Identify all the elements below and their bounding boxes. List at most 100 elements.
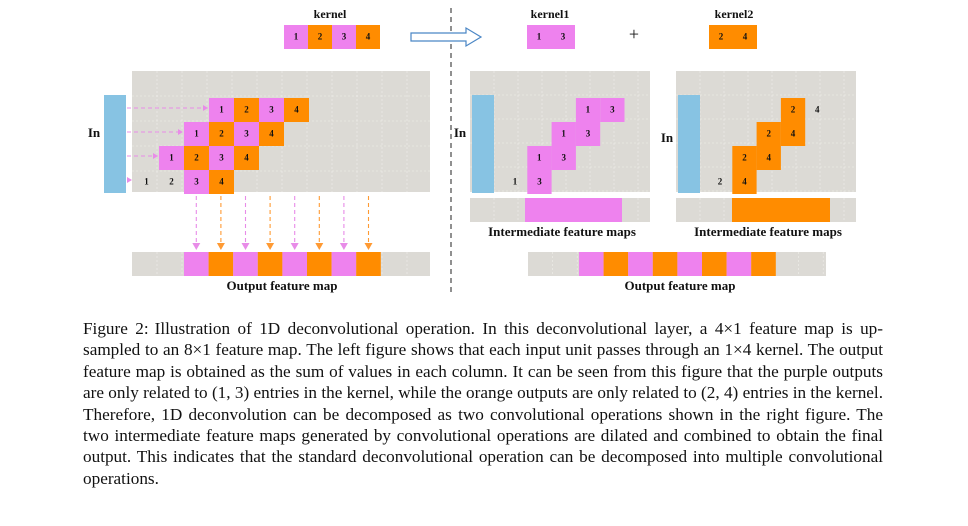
purple-intermediate-label: Intermediate feature maps: [488, 224, 636, 239]
right-output-cell: [603, 252, 629, 276]
purple-input-bar: [472, 95, 494, 193]
stair-cell-label: 2: [194, 153, 199, 163]
orange-intermediate-label: Intermediate feature maps: [694, 224, 842, 239]
output-arrow-head: [241, 243, 250, 250]
orange-stair-cell: [780, 98, 806, 122]
stair-cell: [234, 122, 259, 146]
left-in-label: In: [88, 125, 101, 140]
kernel1-cell: [527, 25, 551, 49]
orange-stair-cell: [732, 170, 757, 194]
right-output-cell: [628, 252, 653, 276]
purple-stair-cell: [551, 146, 576, 170]
orange-stair-cell-label: 2: [767, 129, 772, 139]
output-arrow-head: [192, 243, 201, 250]
kernel2-cell: [709, 25, 733, 49]
right-output-cell: [677, 252, 702, 276]
right-output-cell: [579, 252, 604, 276]
orange-stair-cell-label: 4: [742, 177, 747, 187]
kernel1-title: kernel1: [531, 7, 570, 21]
kernel-cell: [308, 25, 332, 49]
kernel1-cell: [551, 25, 575, 49]
stair-cell-label: 1: [219, 105, 224, 115]
kernel-cell: [332, 25, 356, 49]
purple-stair-one: 1: [513, 177, 518, 187]
output-cell: [356, 252, 381, 276]
stair-cell: [259, 98, 284, 122]
kernel2-cell: [733, 25, 757, 49]
stair-cell-label: 4: [244, 153, 249, 163]
orange-stair-cell-label: 4: [791, 129, 796, 139]
orange-in-label: In: [661, 130, 674, 145]
stair-cell-outside: 2: [169, 177, 174, 187]
output-arrow-head: [290, 243, 299, 250]
stair-cell: [234, 98, 259, 122]
hollow-arrow-icon: [410, 26, 483, 48]
stair-cell-label: 4: [219, 177, 224, 187]
purple-stair-one-label: 1: [561, 129, 566, 139]
kernel-cell-label: 1: [294, 32, 299, 42]
orange-intermediate-bar: [732, 198, 830, 222]
stair-cell: [209, 122, 234, 146]
output-cell: [307, 252, 332, 276]
kernel-cell-label: 2: [318, 32, 323, 42]
orange-stair-cell-label: 4: [767, 153, 772, 163]
kernel1-cell-label: 1: [537, 32, 542, 42]
orange-stair-cell: [756, 122, 781, 146]
orange-stair-four: 4: [815, 105, 820, 115]
output-cell: [331, 252, 357, 276]
input-arrow-head: [203, 105, 208, 111]
stair-cell-label: 4: [269, 129, 274, 139]
stair-cell: [234, 146, 259, 170]
stair-cell-label: 3: [194, 177, 199, 187]
stair-cell: [209, 146, 234, 170]
stair-cell: [184, 146, 209, 170]
orange-stair-two: 2: [718, 177, 723, 187]
purple-stair-cell: [575, 122, 601, 146]
purple-stair-one-label: 1: [537, 153, 542, 163]
stair-cell-label: 2: [244, 105, 249, 115]
orange-stair-cell-label: 2: [791, 105, 796, 115]
purple-stair-cell: [600, 98, 625, 122]
output-arrow-head: [315, 243, 324, 250]
kernel-cell-label: 4: [366, 32, 371, 42]
purple-stair-cell-bg: [575, 98, 601, 122]
output-arrow-head: [364, 243, 373, 250]
stair-cell: [209, 98, 234, 122]
stair-cell-label: 3: [269, 105, 274, 115]
stair-cell-label: 1: [169, 153, 174, 163]
caption-label: Figure 2:: [83, 319, 149, 338]
purple-stair-cell-label: 3: [537, 177, 542, 187]
kernel-cell-label: 3: [342, 32, 347, 42]
right-output-label: Output feature map: [625, 278, 736, 293]
output-cell: [184, 252, 209, 276]
purple-stair-cell-bg: [551, 122, 576, 146]
caption-text: Illustration of 1D deconvolutional opera…: [83, 319, 883, 488]
purple-stair-cell-label: 3: [610, 105, 615, 115]
right-output-cell: [652, 252, 678, 276]
stair-cell-label: 1: [194, 129, 199, 139]
output-arrow-head: [266, 243, 275, 250]
left-output-label: Output feature map: [227, 278, 338, 293]
orange-stair-cell-label: 2: [742, 153, 747, 163]
purple-stair-cell: [527, 170, 552, 194]
stair-cell: [284, 98, 309, 122]
right-output-cell: [726, 252, 752, 276]
stair-cell: [184, 170, 209, 194]
plus-sign: +: [629, 24, 639, 44]
output-cell: [282, 252, 307, 276]
output-cell: [233, 252, 258, 276]
figure-caption: Figure 2:Illustration of 1D deconvolutio…: [83, 318, 883, 489]
kernel-cell: [356, 25, 380, 49]
stair-cell-label: 3: [219, 153, 224, 163]
stair-cell: [259, 122, 284, 146]
orange-stair-cell: [780, 122, 806, 146]
input-arrow-head: [127, 177, 132, 183]
stair-cell: [209, 170, 234, 194]
purple-stair-cell-label: 3: [562, 153, 567, 163]
output-cell: [208, 252, 234, 276]
stair-cell-label: 3: [244, 129, 249, 139]
stair-cell-label: 2: [219, 129, 224, 139]
purple-stair-cell-label: 3: [586, 129, 591, 139]
purple-stair-one-label: 1: [586, 105, 591, 115]
